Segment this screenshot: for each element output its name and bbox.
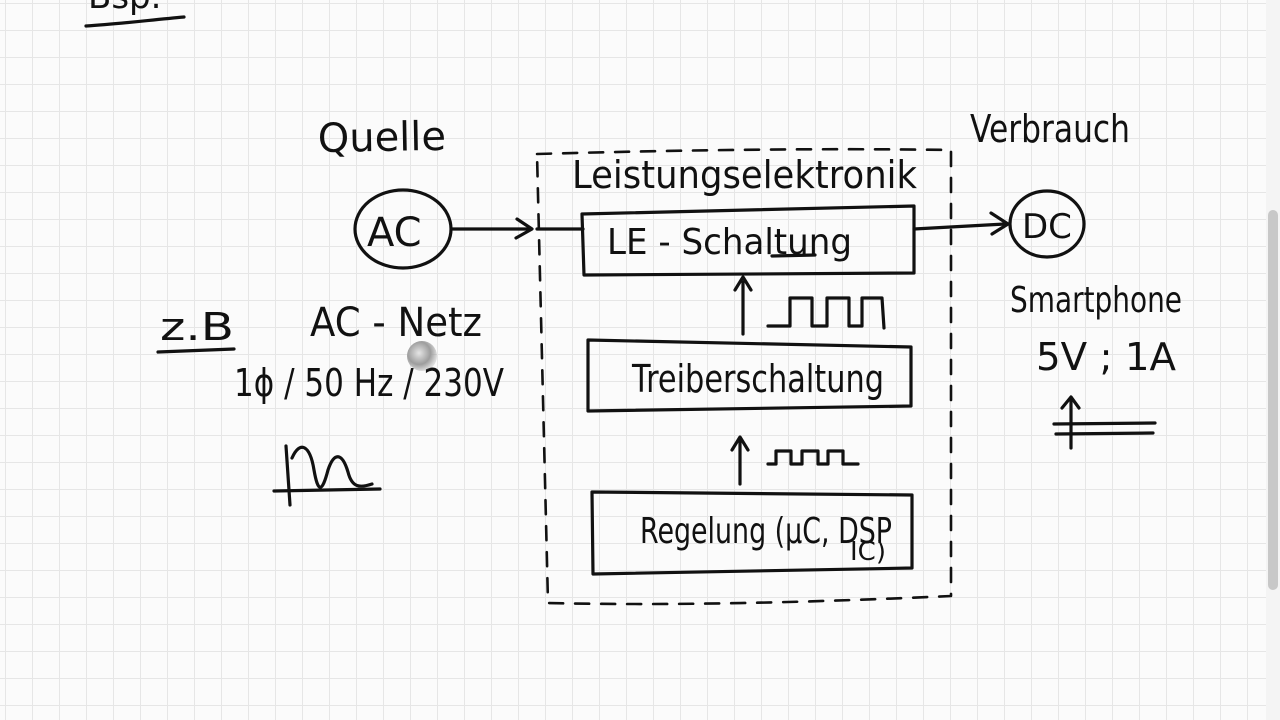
pointer-cursor xyxy=(407,341,437,371)
vertical-scrollbar[interactable] xyxy=(1266,0,1280,720)
heading-underline xyxy=(84,15,186,28)
dc-load-icon xyxy=(1008,189,1086,259)
dc-level-icon xyxy=(1052,421,1157,426)
sine-wave-icon xyxy=(272,487,382,493)
block-converter-frame xyxy=(580,204,916,277)
block-converter-label: LE - Schaltung xyxy=(607,222,852,263)
power-electronics-boundary xyxy=(535,147,953,606)
power-electronics-title: Leistungselektronik xyxy=(572,153,917,197)
dc-load-label: DC xyxy=(1022,207,1072,247)
block-control-label-line2: IC) xyxy=(850,537,886,567)
block-control-label: Regelung (µC, DSP xyxy=(640,511,892,552)
scrollbar-thumb[interactable] xyxy=(1268,210,1278,590)
consumer-rating: 5V ; 1A xyxy=(1036,335,1176,379)
example-spec: 1ϕ / 50 Hz / 230V xyxy=(234,361,504,405)
example-name: AC - Netz xyxy=(310,300,482,346)
source-title: Quelle xyxy=(317,114,446,162)
pwm-pulse-icon xyxy=(766,296,886,330)
block-driver-frame xyxy=(586,338,913,413)
pwm-pulse-small-icon xyxy=(766,449,860,466)
example-label: z.B xyxy=(160,305,234,349)
consumer-example: Smartphone xyxy=(1010,280,1182,321)
block-driver-label: Treiberschaltung xyxy=(631,357,884,401)
block-control-frame xyxy=(590,490,914,576)
page-heading-fragment: Bsp. xyxy=(88,0,161,17)
ac-source-label: AC xyxy=(367,210,422,256)
consumer-title: Verbrauch xyxy=(970,107,1130,151)
